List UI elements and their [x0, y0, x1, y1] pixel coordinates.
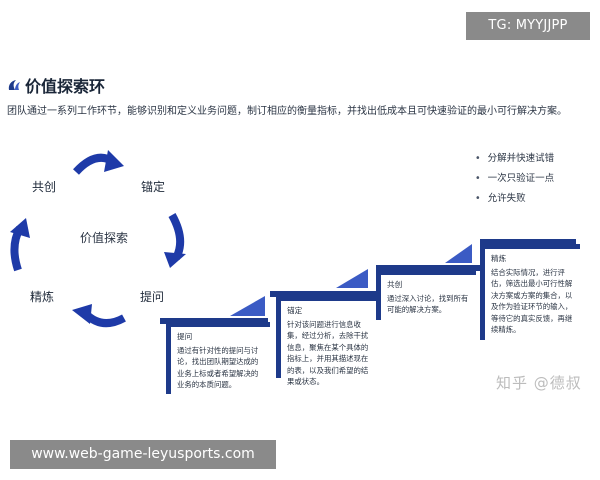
step-title: 精炼: [491, 254, 507, 263]
step-3-triangle: [445, 244, 472, 263]
staircase-diagram: [160, 239, 576, 324]
node-maoding: 锚定: [141, 180, 166, 194]
footer-url-banner: www.web-game-leyusports.com: [10, 440, 276, 469]
arrow-left-head: [10, 218, 30, 238]
step-2-top-bar: [270, 291, 376, 297]
logo-icon: [8, 80, 20, 90]
cycle-center-label: 价值探索: [80, 231, 129, 245]
step-body: 通过有针对性的提问与讨论，找出团队期望达成的业务上标或者希望解决的业务的本质问题…: [177, 345, 259, 390]
step-card-jinglian: 精炼 结合实际情况，进行评估，筛选出最小可行性解决方案或方案的集合，以及作为验证…: [480, 244, 580, 340]
telegram-badge: TG: MYYJJPP: [466, 12, 590, 40]
step-title: 锚定: [287, 306, 303, 315]
principle-item: 一次只验证一点: [475, 170, 555, 184]
arrow-bottom-head: [72, 304, 92, 324]
step-4-top-bar: [480, 239, 576, 245]
arrow-top-head: [104, 150, 124, 172]
step-1-triangle: [230, 296, 265, 316]
step-body: 通过深入讨论，找到所有可能的解决方案。: [387, 293, 469, 315]
principle-item: 分解并快速试错: [475, 150, 555, 164]
step-2-triangle: [336, 269, 368, 288]
step-body: 结合实际情况，进行评估，筛选出最小可行性解决方案或方案的集合，以及作为验证环节的…: [491, 267, 573, 335]
node-tiwen: 提问: [140, 290, 165, 304]
page-description: 团队通过一系列工作环节，能够识别和定义业务问题，制订相应的衡量指标，并找出低成本…: [7, 106, 567, 117]
step-card-gongchuang: 共创 通过深入讨论，找到所有可能的解决方案。: [376, 270, 476, 320]
step-3-top-bar: [376, 265, 480, 271]
principles-list: 分解并快速试错 一次只验证一点 允许失败: [475, 150, 555, 210]
step-card-maoding: 锚定 针对该问题进行信息收集，经过分析，去除干扰信息，聚焦在某个具体的指标上，并…: [276, 296, 376, 386]
arrow-right-head: [164, 252, 186, 268]
zhihu-watermark: 知乎 @德叔: [496, 374, 582, 392]
node-jinglian: 精炼: [30, 290, 55, 304]
arrow-bottom: [83, 311, 126, 328]
node-gongchuang: 共创: [32, 180, 57, 194]
step-title: 共创: [387, 280, 403, 289]
step-card-tiwen: 提问 通过有针对性的提问与讨论，找出团队期望达成的业务上标或者希望解决的业务的本…: [166, 322, 270, 394]
page-title: 价值探索环: [25, 77, 106, 96]
principle-item: 允许失败: [475, 190, 554, 204]
cycle-diagram: [10, 150, 186, 328]
step-body: 针对该问题进行信息收集，经过分析，去除干扰信息，聚焦在某个具体的指标上，并用其描…: [287, 319, 369, 387]
step-1-top-bar: [160, 318, 268, 324]
step-title: 提问: [177, 332, 193, 341]
